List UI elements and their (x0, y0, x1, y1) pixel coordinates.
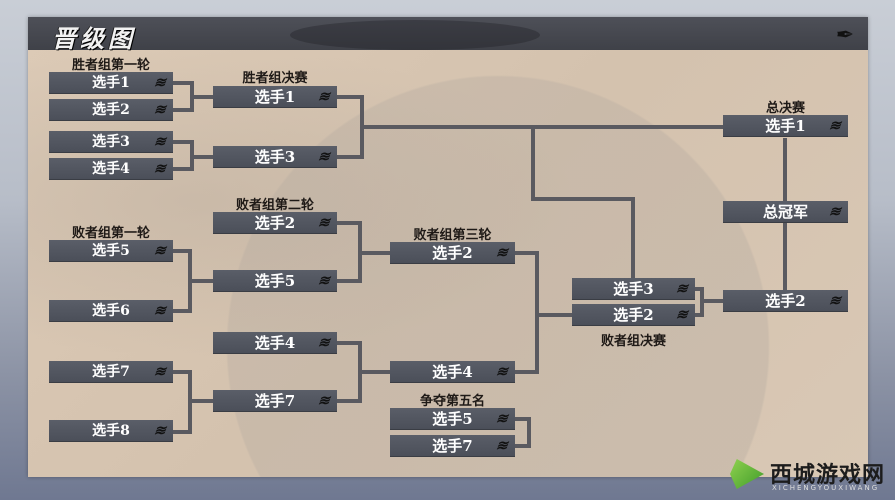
connector (515, 370, 539, 374)
player-slot[interactable]: 选手1≋ (213, 86, 337, 108)
player-slot[interactable]: 选手2≋ (390, 242, 515, 264)
connector (700, 299, 723, 303)
ink-horse-icon: ≋ (316, 393, 334, 409)
label-grand-final: 总决赛 (765, 101, 805, 116)
player-slot[interactable]: 选手3≋ (213, 146, 337, 168)
ink-horse-icon: ≋ (827, 118, 845, 134)
player-slot[interactable]: 选手7≋ (49, 361, 173, 383)
player-slot[interactable]: 选手5≋ (213, 270, 337, 292)
connector (173, 81, 194, 85)
connector (337, 95, 364, 99)
label-losers-r1: 败者组第一轮 (71, 226, 150, 241)
ink-horse-icon: ≋ (494, 438, 512, 454)
connector (173, 167, 194, 171)
connector (337, 155, 364, 159)
player-slot[interactable]: 选手3≋ (572, 278, 695, 300)
ink-horse-icon: ≋ (152, 75, 170, 91)
connector (358, 251, 390, 255)
player-slot[interactable]: 选手2≋ (49, 99, 173, 121)
ink-horse-icon: ≋ (152, 243, 170, 259)
connector (337, 341, 362, 345)
connector (337, 221, 362, 225)
connector (173, 309, 192, 313)
connector (358, 370, 390, 374)
player-slot[interactable]: 选手1≋ (723, 115, 848, 137)
player-slot[interactable]: 选手2≋ (572, 304, 695, 326)
ink-horse-icon: ≋ (674, 281, 692, 297)
connector (515, 444, 530, 448)
label-winners-final: 胜者组决赛 (242, 71, 308, 86)
label-winners-r1: 胜者组第一轮 (71, 58, 150, 73)
connector (173, 108, 194, 112)
ink-horse-icon: ≋ (494, 364, 512, 380)
connector (337, 279, 362, 283)
connector (695, 287, 704, 291)
header-bar (28, 17, 868, 50)
ink-horse-icon: ≋ (674, 307, 692, 323)
ink-horse-icon: ≋ (316, 89, 334, 105)
connector (173, 140, 194, 144)
player-slot[interactable]: 选手8≋ (49, 420, 173, 442)
label-losers-final: 败者组决赛 (600, 334, 666, 349)
player-slot[interactable]: 选手4≋ (49, 158, 173, 180)
connector (173, 249, 192, 253)
ink-horse-icon: ≋ (827, 293, 845, 309)
ink-horse-icon: ≋ (827, 204, 845, 220)
connector (173, 370, 192, 374)
ink-horse-icon: ≋ (316, 335, 334, 351)
player-slot[interactable]: 选手4≋ (390, 361, 515, 383)
player-slot[interactable]: 选手6≋ (49, 300, 173, 322)
player-slot[interactable]: 选手4≋ (213, 332, 337, 354)
ink-horse-icon: ≋ (316, 149, 334, 165)
ink-horse-icon: ≋ (152, 134, 170, 150)
player-slot[interactable]: 选手5≋ (49, 240, 173, 262)
connector (190, 95, 213, 99)
connector (360, 125, 723, 129)
ink-wash-decoration (290, 20, 540, 50)
connector (173, 430, 192, 434)
connector (515, 251, 539, 255)
label-fifth-place: 争夺第五名 (419, 394, 485, 409)
player-slot[interactable]: 选手7≋ (213, 390, 337, 412)
ink-horse-icon: ≋ (494, 245, 512, 261)
connector (337, 399, 362, 403)
ink-horse-icon: ≋ (152, 102, 170, 118)
connector (535, 251, 539, 374)
watermark-name: 西城游戏网 (770, 463, 886, 488)
player-slot[interactable]: 选手2≋ (213, 212, 337, 234)
champion-slot[interactable]: 总冠军≋ (723, 201, 848, 223)
site-logo-icon (730, 459, 764, 489)
ink-horse-icon: ≋ (152, 364, 170, 380)
ink-horse-icon: ≋ (316, 215, 334, 231)
ink-horse-icon: ≋ (316, 273, 334, 289)
connector (188, 399, 213, 403)
player-slot[interactable]: 选手2≋ (723, 290, 848, 312)
ink-horse-icon: ≋ (152, 303, 170, 319)
connector (531, 125, 535, 201)
connector (535, 313, 572, 317)
connector (515, 417, 530, 421)
ink-horse-icon: ≋ (152, 423, 170, 439)
player-slot[interactable]: 选手5≋ (390, 408, 515, 430)
label-losers-r2: 败者组第二轮 (235, 198, 314, 213)
connector (527, 417, 531, 448)
player-slot[interactable]: 选手1≋ (49, 72, 173, 94)
connector (188, 279, 213, 283)
ink-horse-icon: ≋ (494, 411, 512, 427)
ink-horse-icon: ≋ (152, 161, 170, 177)
label-losers-r3: 败者组第三轮 (413, 228, 492, 243)
ink-brush-icon: ✒ (835, 23, 855, 48)
player-slot[interactable]: 选手7≋ (390, 435, 515, 457)
player-slot[interactable]: 选手3≋ (49, 131, 173, 153)
watermark-sub: XICHENGYOUXIWANG (772, 484, 880, 492)
page-title: 晋级图 (52, 24, 136, 53)
connector (190, 155, 213, 159)
watermark-logo: 西城游戏网 XICHENGYOUXIWANG (718, 455, 888, 495)
connector (695, 313, 704, 317)
connector (631, 197, 635, 278)
connector (531, 197, 635, 201)
